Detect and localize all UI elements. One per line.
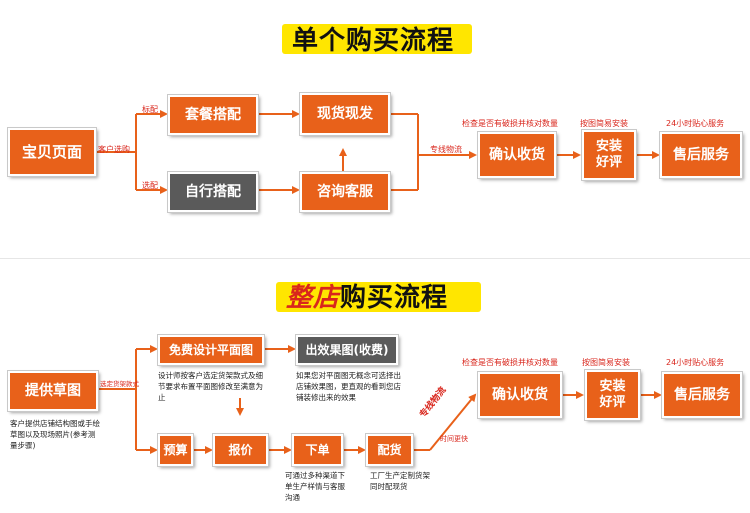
consult-box: 咨询客服: [300, 172, 390, 212]
faster-label: 时间更快: [440, 435, 468, 443]
budget-box: 预算: [158, 434, 193, 466]
confirm-box: 确认收货: [478, 132, 556, 178]
choose-shelf-label: 选定货架款式: [100, 380, 139, 388]
title-text: 购买流程: [340, 283, 449, 313]
quote-box: 报价: [213, 434, 268, 466]
section-divider: [0, 258, 750, 259]
standard-label: 标配: [142, 105, 158, 114]
service-hint-label: 24小时贴心服务: [666, 358, 725, 367]
render-box: 出效果图(收费): [296, 335, 398, 365]
customer-select-label: 客户选购: [98, 145, 130, 154]
install-hint-label: 按图简易安装: [582, 358, 630, 367]
in-stock-box: 现货现发: [300, 93, 390, 135]
design-note: 设计师按客户选定货架款式及细节要求布置平面图修改至满意为止: [158, 371, 263, 402]
install-box: 安装 好评: [582, 130, 636, 180]
install-box: 安装 好评: [585, 370, 640, 420]
delivery-note: 工厂生产定制货架同时配现货: [370, 471, 430, 491]
render-note: 如果您对平面图无概念可选择出店铺效果图，更直观的看到您店铺装修出来的效果: [296, 371, 401, 402]
check-label: 检查是否有破损并核对数量: [462, 119, 558, 128]
check-label: 检查是否有破损并核对数量: [462, 358, 558, 367]
after-sale-box: 售后服务: [662, 372, 742, 418]
sketch-note: 客户提供店铺结构图或手绘草图以及现场照片(参考测量步骤): [10, 419, 100, 450]
sketch-box: 提供草图: [8, 371, 98, 411]
optional-label: 选配: [142, 181, 158, 190]
logistics-label: 专线物流: [430, 145, 462, 154]
confirm-box: 确认收货: [478, 372, 562, 418]
title-highlight: [276, 282, 481, 312]
install-hint-label: 按图简易安装: [580, 119, 628, 128]
free-design-box: 免费设计平面图: [158, 335, 264, 365]
delivery-box: 配货: [366, 434, 413, 466]
flow-arrow: [429, 393, 477, 451]
product-page-box: 宝贝页面: [8, 128, 96, 176]
order-note: 可通过多种渠道下单生产样情与客服沟通: [285, 471, 345, 502]
title-highlight: [282, 24, 472, 54]
after-sale-box: 售后服务: [660, 132, 742, 178]
order-box: 下单: [292, 434, 343, 466]
service-hint-label: 24小时贴心服务: [666, 119, 725, 128]
title-brand: 整店: [286, 283, 341, 313]
custom-box: 自行搭配: [168, 172, 258, 212]
package-box: 套餐搭配: [168, 95, 258, 135]
section2-title: 整店购买流程: [286, 277, 448, 314]
section1-title: 单个购买流程: [292, 26, 455, 56]
